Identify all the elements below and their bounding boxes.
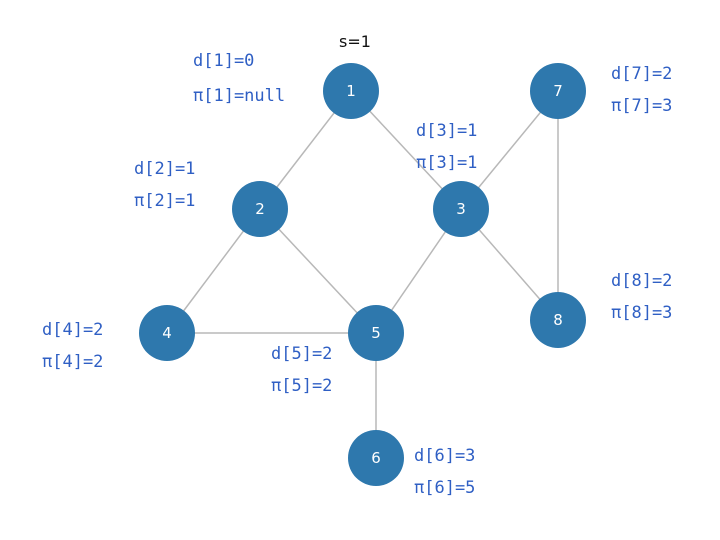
node-circle bbox=[348, 305, 404, 361]
node-circle bbox=[530, 63, 586, 119]
nodes-layer: 1 2 3 4 5 6 7 8 bbox=[139, 63, 586, 486]
node-id-label: 2 bbox=[255, 200, 265, 218]
distance-label: d[4]=2 bbox=[42, 320, 103, 340]
node-circle bbox=[232, 181, 288, 237]
predecessor-label: π[6]=5 bbox=[414, 478, 475, 498]
node-id-label: 3 bbox=[456, 200, 466, 218]
distance-label: d[2]=1 bbox=[134, 159, 195, 179]
node-8: 8 bbox=[530, 292, 586, 348]
node-circle bbox=[433, 181, 489, 237]
predecessor-label: π[1]=null bbox=[193, 86, 285, 106]
labels-layer: d[1]=0 π[1]=null d[2]=1 π[2]=1 d[3]=1 π[3]=1 d… bbox=[42, 51, 672, 498]
node-id-label: 5 bbox=[371, 324, 381, 342]
distance-label: d[8]=2 bbox=[611, 271, 672, 291]
node-4: 4 bbox=[139, 305, 195, 361]
node-circle bbox=[323, 63, 379, 119]
predecessor-label: π[5]=2 bbox=[271, 376, 332, 396]
node-6: 6 bbox=[348, 430, 404, 486]
node-id-label: 8 bbox=[553, 311, 563, 329]
node-5: 5 bbox=[348, 305, 404, 361]
node-2: 2 bbox=[232, 181, 288, 237]
predecessor-label: π[2]=1 bbox=[134, 191, 195, 211]
distance-label: d[1]=0 bbox=[193, 51, 254, 71]
node-1: 1 bbox=[323, 63, 379, 119]
node-id-label: 1 bbox=[346, 82, 356, 100]
predecessor-label: π[3]=1 bbox=[416, 153, 477, 173]
distance-label: d[5]=2 bbox=[271, 344, 332, 364]
node-7: 7 bbox=[530, 63, 586, 119]
node-3: 3 bbox=[433, 181, 489, 237]
node-circle bbox=[530, 292, 586, 348]
distance-label: d[6]=3 bbox=[414, 446, 475, 466]
source-title: s=1 bbox=[339, 32, 371, 51]
edges-layer bbox=[166, 90, 559, 458]
node-circle bbox=[139, 305, 195, 361]
node-id-label: 4 bbox=[162, 324, 172, 342]
predecessor-label: π[8]=3 bbox=[611, 303, 672, 323]
node-id-label: 7 bbox=[553, 82, 563, 100]
predecessor-label: π[7]=3 bbox=[611, 96, 672, 116]
distance-label: d[7]=2 bbox=[611, 64, 672, 84]
predecessor-label: π[4]=2 bbox=[42, 352, 103, 372]
distance-label: d[3]=1 bbox=[416, 121, 477, 141]
edge-2-5 bbox=[259, 208, 377, 334]
node-id-label: 6 bbox=[371, 449, 381, 467]
node-circle bbox=[348, 430, 404, 486]
